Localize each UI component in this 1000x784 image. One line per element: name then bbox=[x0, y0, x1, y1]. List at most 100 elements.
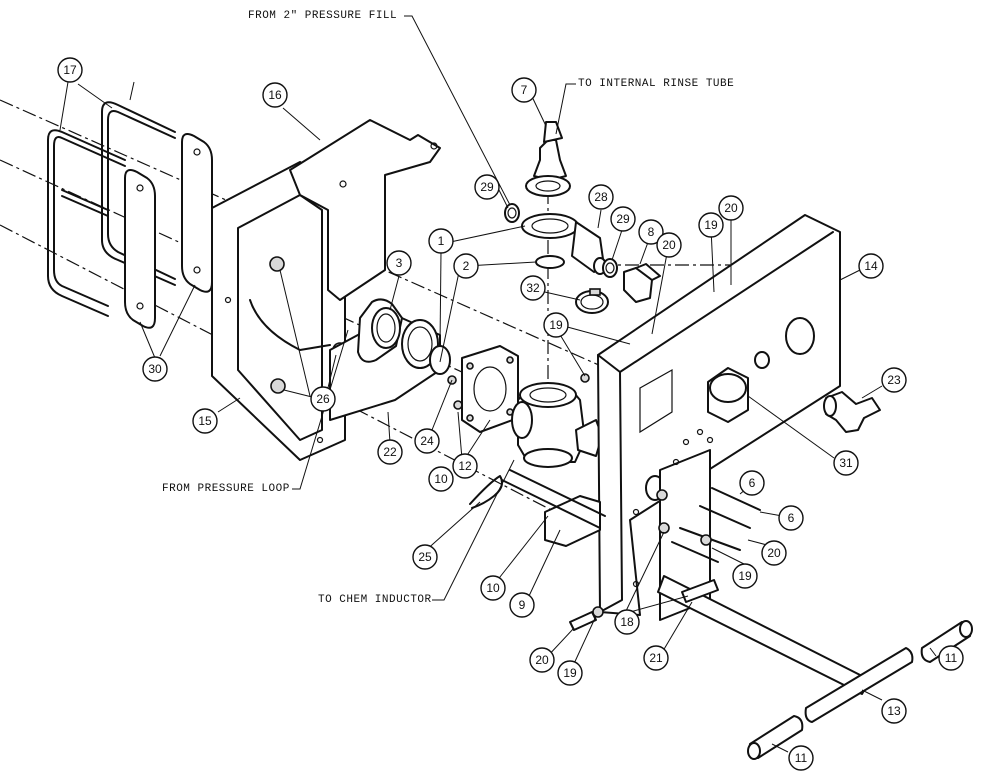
svg-text:20: 20 bbox=[662, 238, 676, 252]
svg-text:10: 10 bbox=[434, 472, 448, 486]
svg-text:19: 19 bbox=[563, 666, 577, 680]
balloon-9: 9 bbox=[509, 592, 535, 618]
tee-part-28 bbox=[504, 203, 607, 275]
svg-text:8: 8 bbox=[648, 225, 655, 239]
balloon-29-right: 29 bbox=[610, 206, 636, 232]
svg-text:29: 29 bbox=[480, 180, 494, 194]
plate-part-30 bbox=[124, 133, 213, 329]
balloon-8: 8 bbox=[638, 219, 664, 245]
balloon-19-right: 19 bbox=[732, 563, 758, 589]
balloon-28: 28 bbox=[588, 184, 614, 210]
svg-text:23: 23 bbox=[887, 373, 901, 387]
svg-text:28: 28 bbox=[594, 190, 608, 204]
svg-text:6: 6 bbox=[788, 511, 795, 525]
svg-text:20: 20 bbox=[535, 653, 549, 667]
balloon-11-left: 11 bbox=[788, 745, 814, 771]
balloon-14: 14 bbox=[858, 253, 884, 279]
balloon-6-upper: 6 bbox=[739, 470, 765, 496]
balloon-32: 32 bbox=[520, 275, 546, 301]
cable-part-25 bbox=[469, 475, 503, 509]
svg-text:31: 31 bbox=[839, 456, 853, 470]
svg-text:26: 26 bbox=[316, 392, 330, 406]
svg-text:24: 24 bbox=[420, 434, 434, 448]
balloon-11-right: 11 bbox=[938, 645, 964, 671]
balloon-7: 7 bbox=[511, 77, 537, 103]
balloon-16: 16 bbox=[262, 82, 288, 108]
balloon-19-center: 19 bbox=[543, 312, 569, 338]
balloon-30: 30 bbox=[142, 356, 168, 382]
elbow-part-3 bbox=[357, 298, 403, 363]
svg-text:2: 2 bbox=[463, 259, 470, 273]
svg-text:13: 13 bbox=[887, 704, 901, 718]
balloon-24: 24 bbox=[414, 428, 440, 454]
balloon-31: 31 bbox=[833, 450, 859, 476]
balloon-20-right: 20 bbox=[761, 540, 787, 566]
balloon-leaders bbox=[59, 81, 937, 753]
rinse-elbow-part-7 bbox=[525, 121, 571, 197]
balloon-23: 23 bbox=[881, 367, 907, 393]
balloon-12: 12 bbox=[452, 453, 478, 479]
svg-text:1: 1 bbox=[438, 234, 445, 248]
svg-text:19: 19 bbox=[549, 318, 563, 332]
balloon-19-bottom: 19 bbox=[557, 660, 583, 686]
bracket-part-9 bbox=[501, 469, 606, 547]
svg-text:19: 19 bbox=[704, 218, 718, 232]
balloon-10-lower: 10 bbox=[480, 575, 506, 601]
callout-leaders bbox=[292, 15, 576, 601]
svg-text:14: 14 bbox=[864, 259, 878, 273]
cap-part-31 bbox=[707, 367, 749, 423]
callout-labels: FROM 2" PRESSURE FILL TO INTERNAL RINSE … bbox=[162, 10, 734, 606]
svg-text:7: 7 bbox=[521, 83, 528, 97]
svg-text:32: 32 bbox=[526, 281, 540, 295]
svg-text:15: 15 bbox=[198, 414, 212, 428]
balloon-3: 3 bbox=[386, 250, 412, 276]
balloon-20-upper: 20 bbox=[656, 232, 682, 258]
balloon-26: 26 bbox=[310, 386, 336, 412]
svg-text:25: 25 bbox=[418, 550, 432, 564]
balloon-29-left: 29 bbox=[474, 174, 500, 200]
u-bolt-part-17 bbox=[47, 101, 176, 317]
svg-text:20: 20 bbox=[724, 201, 738, 215]
balloon-20-top: 20 bbox=[718, 195, 744, 221]
clamp-parts bbox=[401, 319, 463, 410]
svg-text:22: 22 bbox=[383, 445, 397, 459]
valve-body bbox=[511, 382, 603, 468]
balloon-2: 2 bbox=[453, 253, 479, 279]
svg-text:19: 19 bbox=[738, 569, 752, 583]
balloon-17: 17 bbox=[57, 57, 83, 83]
svg-text:21: 21 bbox=[649, 651, 663, 665]
frame-part-15 bbox=[211, 161, 348, 461]
svg-text:6: 6 bbox=[749, 476, 756, 490]
valve-part-23 bbox=[754, 351, 881, 433]
svg-text:10: 10 bbox=[486, 581, 500, 595]
callout-rinse-tube: TO INTERNAL RINSE TUBE bbox=[578, 78, 734, 90]
svg-text:9: 9 bbox=[519, 598, 526, 612]
svg-text:29: 29 bbox=[616, 212, 630, 226]
balloon-21: 21 bbox=[643, 645, 669, 671]
balloon-13: 13 bbox=[881, 698, 907, 724]
balloon-15: 15 bbox=[192, 408, 218, 434]
callout-chem-inductor: TO CHEM INDUCTOR bbox=[318, 594, 432, 606]
svg-text:16: 16 bbox=[268, 88, 282, 102]
svg-text:20: 20 bbox=[767, 546, 781, 560]
flange-part-12 bbox=[461, 345, 519, 433]
balloon-19-upper: 19 bbox=[698, 212, 724, 238]
balloon-22: 22 bbox=[377, 439, 403, 465]
bolts-parts-6-18-19-20 bbox=[569, 487, 761, 631]
balloon-20-bottom: 20 bbox=[529, 647, 555, 673]
svg-text:18: 18 bbox=[620, 615, 634, 629]
balloon-6-lower: 6 bbox=[778, 505, 804, 531]
balloon-1: 1 bbox=[428, 228, 454, 254]
svg-text:11: 11 bbox=[945, 651, 958, 665]
svg-text:3: 3 bbox=[396, 256, 403, 270]
balloon-10-upper: 10 bbox=[428, 466, 454, 492]
balloon-18: 18 bbox=[614, 609, 640, 635]
handle-parts-13-21 bbox=[657, 575, 973, 760]
svg-text:11: 11 bbox=[795, 751, 808, 765]
callout-pressure-loop: FROM PRESSURE LOOP bbox=[162, 483, 290, 495]
svg-text:17: 17 bbox=[63, 63, 77, 77]
callout-pressure-fill: FROM 2" PRESSURE FILL bbox=[248, 10, 397, 22]
svg-text:12: 12 bbox=[458, 459, 472, 473]
